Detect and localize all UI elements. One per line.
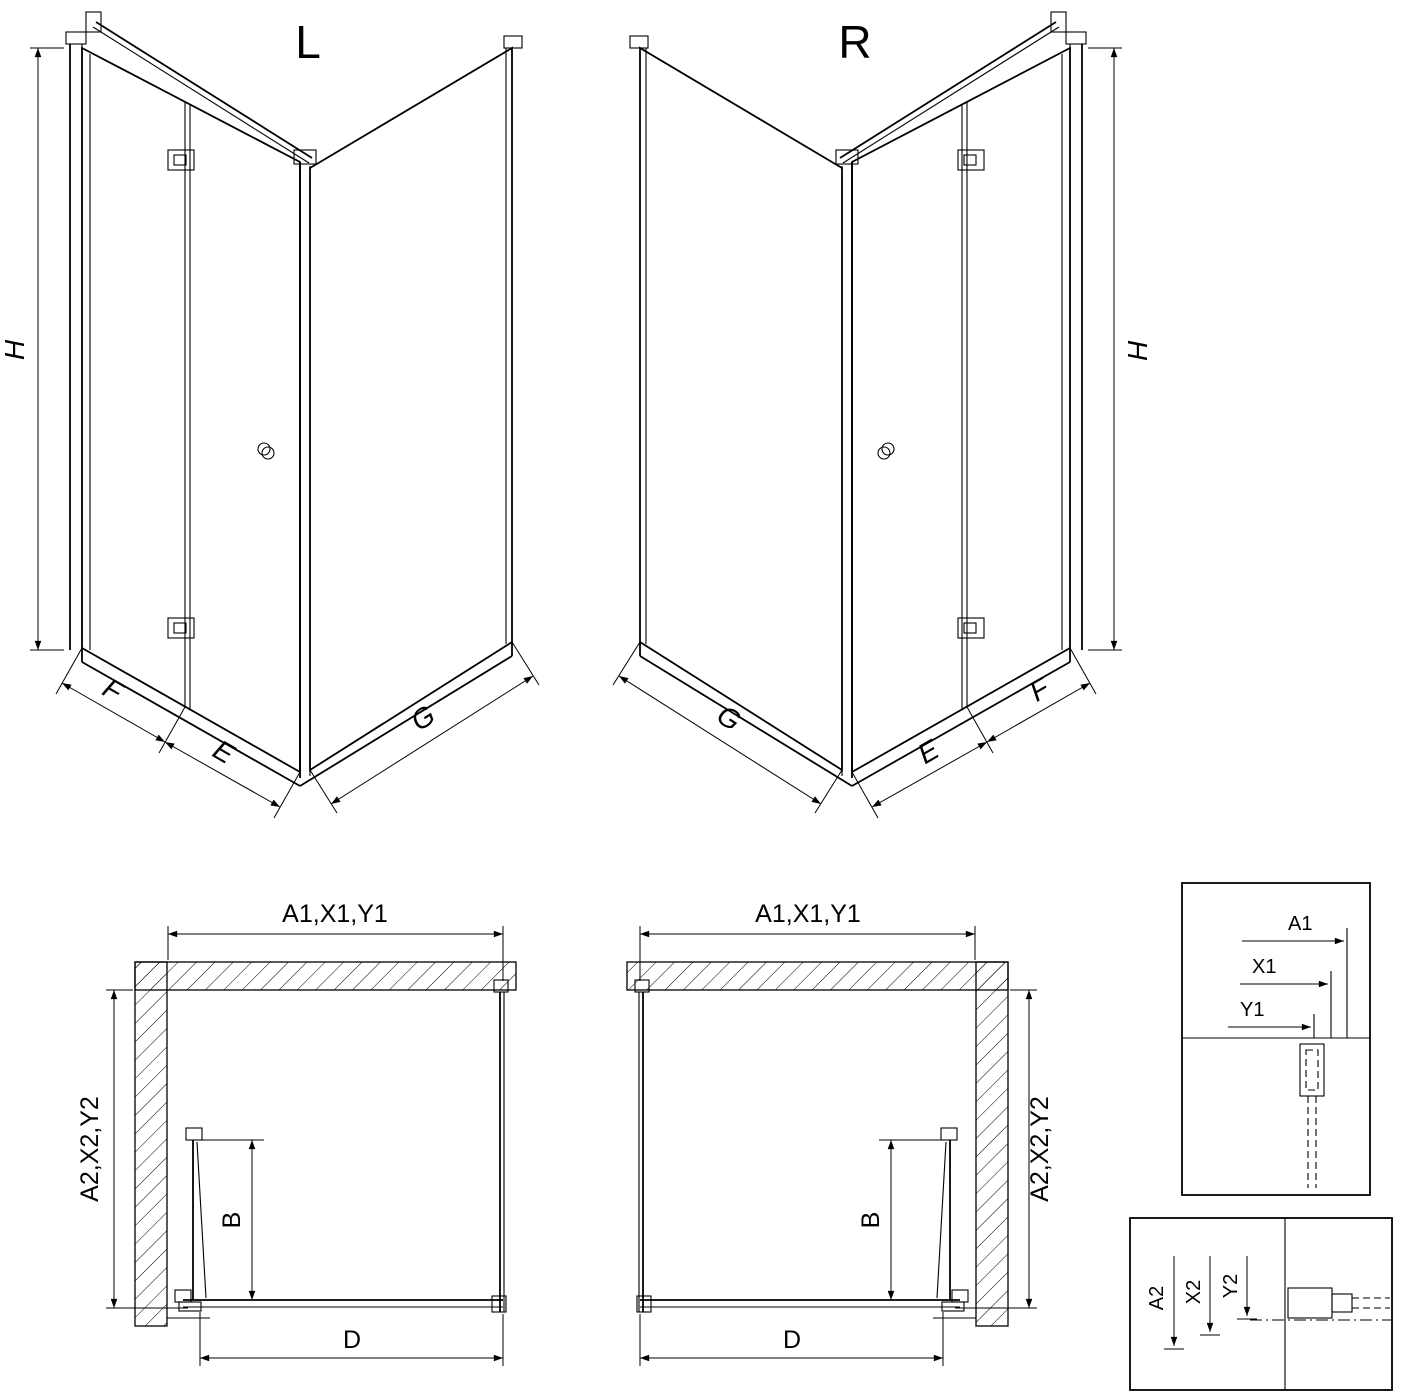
open-door-plan [185,1127,207,1300]
detail-label-x1: X1 [1252,956,1276,978]
iso-view-left: H F E G L [0,11,540,819]
detail-label-a2: A2 [1146,1286,1168,1310]
door-handle [257,442,275,460]
dim-label-depth-bottom: D [343,1326,361,1354]
dim-label-depth-side: A2,X2,Y2 [1026,1096,1054,1202]
dim-width-top: A1,X1,Y1 [167,900,504,981]
shower-tray [81,642,513,787]
top-rail [839,11,1067,164]
dim-width-top: A1,X1,Y1 [639,900,976,981]
front-track [636,1289,976,1319]
dim-label-depth-bottom: D [783,1326,801,1354]
dim-label-height: H [1122,340,1153,361]
dim-label-door: E [912,734,944,770]
view-title-right: R [838,16,871,68]
detail-top-profile: A1 X1 Y1 [1181,882,1371,1196]
hinge-bottom-icon [957,617,985,639]
dim-label-width-top: A1,X1,Y1 [755,900,861,928]
open-door-plan [936,1127,958,1300]
dim-depth-bottom: D [639,1312,944,1366]
wall-profile [65,31,87,650]
folding-door-panel [851,46,1071,774]
detail-label-x2: X2 [1183,1280,1205,1304]
dim-label-side-panel: G [712,699,747,737]
dim-height: H [1088,47,1153,651]
dim-depth-side: A2,X2,Y2 [955,989,1054,1309]
dim-depth-bottom: D [199,1312,504,1366]
dim-fixed-and-door: F E [55,647,301,819]
bottom-rail-section [1250,1287,1392,1321]
hinge-bottom-icon [167,617,195,639]
dim-label-fixed-panel: F [1024,671,1056,707]
door-handle [877,442,895,460]
dim-fixed-and-door: F E [851,647,1097,819]
iso-view-right: H F E G R [612,11,1153,819]
plan-view-right: A1,X1,Y1 A2,X2,Y2 [626,900,1054,1366]
dim-door-width: B [188,1139,264,1300]
corner-post [293,149,317,778]
dim-height: H [0,47,64,651]
wall-profile-section [1299,1043,1325,1188]
detail-label-y1: Y1 [1240,999,1264,1021]
detail-label-y2: Y2 [1220,1274,1242,1298]
side-panel-plan [634,979,650,1312]
dim-label-width-top: A1,X1,Y1 [282,900,388,928]
front-track [167,1289,507,1319]
dim-label-side-panel: G [406,699,441,737]
detail-bottom-profile: A2 X2 Y2 [1129,1217,1393,1391]
hinge-top-icon [957,149,985,171]
top-rail [85,11,313,164]
dim-door-width: B [857,1139,955,1300]
side-panel [309,35,523,772]
folding-door-panel [81,46,301,774]
dim-depth-side: A2,X2,Y2 [76,989,188,1309]
wall-hatch [626,961,1009,1327]
view-title-left: L [295,16,321,68]
wall-profile [1065,31,1087,650]
hinge-top-icon [167,149,195,171]
dim-label-door-width: B [857,1212,885,1229]
dim-label-height: H [0,339,30,360]
shower-tray [639,642,1071,787]
side-panel [629,35,843,772]
plan-view-left: A1,X1,Y1 A2,X2,Y2 [76,900,517,1366]
dim-label-depth-side: A2,X2,Y2 [76,1096,104,1202]
dim-side-panel: G [309,641,540,814]
wall-hatch [134,961,517,1327]
corner-post [835,149,859,778]
side-panel-plan [493,979,509,1312]
dim-label-door: E [208,734,240,770]
dim-label-fixed-panel: F [98,672,130,708]
dim-side-panel: G [612,641,843,814]
detail-label-a1: A1 [1288,913,1312,935]
dim-label-door-width: B [218,1212,246,1229]
